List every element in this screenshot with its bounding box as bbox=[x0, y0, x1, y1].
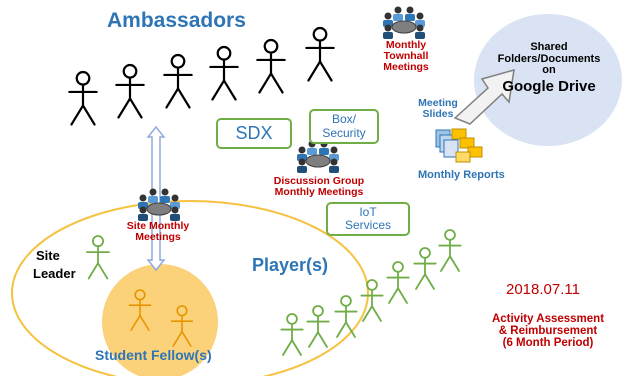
cloud-line-2: Folders/Documents bbox=[497, 52, 601, 65]
activity-line-2: & Reimbursement bbox=[498, 325, 598, 338]
site-leader-line-1: Site bbox=[36, 248, 60, 263]
student-fellow-figure bbox=[170, 305, 194, 347]
ambassador-figure bbox=[163, 53, 193, 109]
student-fellow-figure bbox=[128, 289, 152, 331]
discussion-line-1: Discussion Group bbox=[273, 175, 365, 187]
ambassador-figure bbox=[305, 26, 335, 82]
townhall-label: Monthly Townhall Meetings bbox=[373, 39, 439, 74]
cloud-line-3: on bbox=[542, 64, 556, 77]
student-fellows-label: Student Fellow(s) bbox=[95, 347, 212, 363]
discussion-line-2: Monthly Meetings bbox=[274, 186, 364, 199]
townhall-meeting-icon bbox=[383, 6, 425, 39]
site-leader-label: Site Leader bbox=[33, 249, 76, 280]
cloud-line-1: Shared bbox=[530, 41, 568, 53]
site-leader-line-2: Leader bbox=[33, 265, 76, 281]
upload-arrow-icon bbox=[453, 68, 515, 125]
site-leader-figure bbox=[86, 235, 110, 280]
player-figure bbox=[413, 247, 437, 290]
iot-box: IoT Services bbox=[326, 202, 410, 236]
google-drive-cloud bbox=[474, 14, 622, 146]
player-figure bbox=[360, 279, 384, 322]
student-fellow-circle bbox=[102, 264, 218, 376]
google-drive-label: Shared Folders/Documents on Google Drive bbox=[490, 41, 608, 95]
site-meetings-line-1: Site Monthly bbox=[126, 220, 190, 232]
ambassadors-title: Ambassadors bbox=[107, 9, 246, 32]
townhall-line-3: Meetings bbox=[383, 61, 429, 74]
activity-line-1: Activity Assessment bbox=[491, 313, 605, 325]
site-ellipse bbox=[11, 200, 369, 376]
ambassador-figure bbox=[209, 45, 239, 101]
discussion-group-label: Discussion Group Monthly Meetings bbox=[263, 175, 375, 199]
iot-line-2: Services bbox=[344, 218, 391, 232]
iot-line-1: IoT bbox=[359, 204, 377, 219]
site-meetings-line-2: Meetings bbox=[135, 231, 181, 244]
site-meetings-label: Site Monthly Meetings bbox=[117, 220, 199, 244]
player-figure bbox=[280, 313, 304, 356]
sdx-box: SDX bbox=[216, 118, 292, 149]
slides-line-2: Slides bbox=[422, 108, 454, 121]
date-label: 2018.07.11 bbox=[506, 281, 580, 298]
activity-label: Activity Assessment & Reimbursement (6 M… bbox=[478, 313, 618, 349]
player-figure bbox=[438, 229, 462, 272]
player-figure bbox=[386, 261, 410, 304]
ambassador-figure bbox=[115, 63, 145, 119]
monthly-reports-label: Monthly Reports bbox=[418, 169, 505, 181]
player-figure bbox=[334, 295, 358, 338]
player-figure bbox=[306, 305, 330, 348]
cloud-line-4: Google Drive bbox=[502, 77, 596, 95]
meeting-slides-label: Meeting Slides bbox=[413, 97, 463, 121]
documents-icon bbox=[435, 128, 483, 163]
townhall-line-1: Monthly bbox=[385, 39, 427, 51]
ambassador-figure bbox=[68, 70, 98, 126]
box-security-line-1: Box/ bbox=[331, 112, 356, 127]
box-security-box: Box/ Security bbox=[309, 109, 379, 144]
discussion-meeting-icon bbox=[297, 140, 339, 173]
box-security-line-2: Security bbox=[322, 125, 366, 140]
slides-line-1: Meeting bbox=[418, 97, 458, 109]
activity-line-3: (6 Month Period) bbox=[502, 337, 594, 350]
ambassador-figure bbox=[256, 38, 286, 94]
players-label: Player(s) bbox=[252, 255, 329, 275]
townhall-line-2: Townhall bbox=[383, 50, 429, 63]
sdx-label: SDX bbox=[235, 123, 273, 143]
site-meeting-icon bbox=[138, 188, 180, 221]
